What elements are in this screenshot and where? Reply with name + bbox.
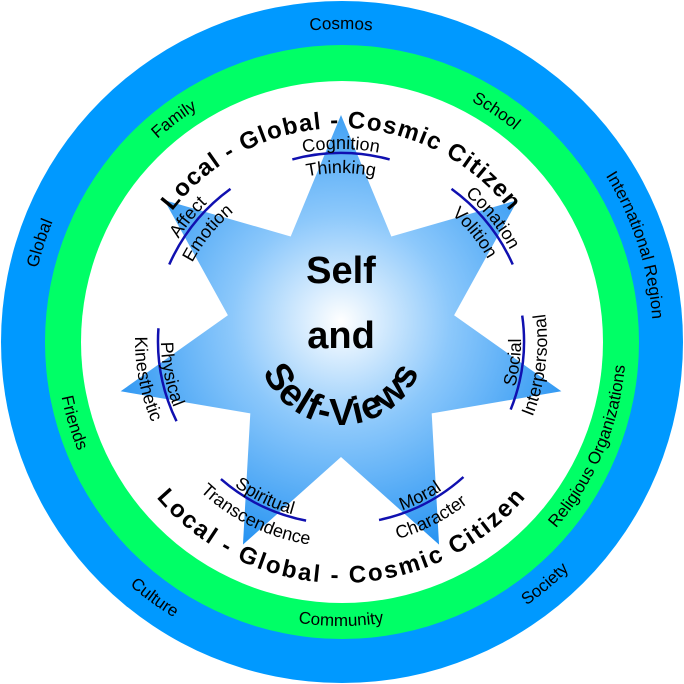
center-title-self: Self	[306, 250, 376, 292]
center-title-and: and	[307, 315, 375, 357]
dimension-label-outer: Cognition	[301, 133, 382, 157]
seven-point-star	[120, 115, 562, 545]
label-arc-conation-volition	[450, 187, 514, 266]
dimension-label-inner: Thinking	[304, 157, 377, 180]
label-arcs	[156, 151, 526, 522]
label-arc-cognition-thinking	[292, 151, 390, 161]
ring-label-community: Community	[298, 608, 385, 630]
label-arc-spiritual-transcendence	[220, 478, 307, 522]
label-arc-affect-emotion	[168, 187, 232, 266]
label-arc-social-interpersonal	[509, 315, 526, 411]
ring-label-cosmos: Cosmos	[309, 14, 374, 35]
label-arc-physical-kinesthetic	[156, 328, 178, 422]
label-arc-moral-character	[378, 476, 465, 522]
